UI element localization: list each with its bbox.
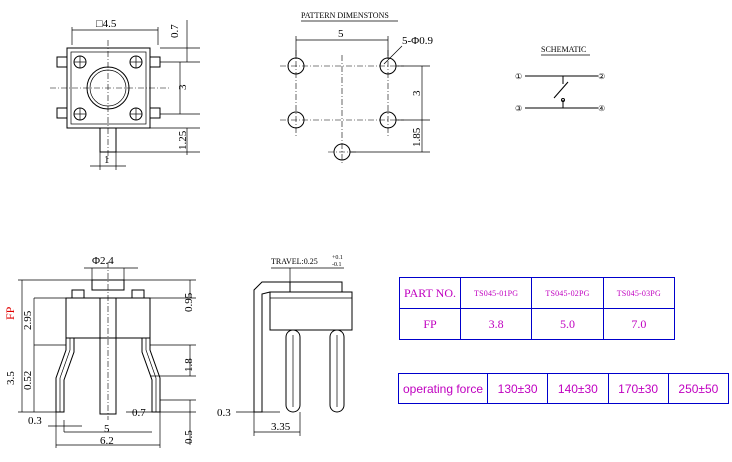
- top-dim-0-7: 0.7: [169, 24, 181, 38]
- front-fp-label: FP: [3, 306, 17, 320]
- front-dim-0-52: 0.52: [22, 371, 34, 390]
- table-cell: TS045-03PG: [602, 277, 676, 309]
- front-dim-6-2: 6.2: [100, 435, 114, 447]
- table-cell: PART NO.: [399, 277, 461, 309]
- schematic-title: SCHEMATIC: [541, 45, 586, 54]
- table-row: PART NO. TS045-01PG TS045-02PG TS045-03P…: [399, 277, 676, 309]
- front-dim-0-95: 0.95: [183, 292, 195, 312]
- table-cell: 250±50: [667, 373, 730, 404]
- table-cell: FP: [399, 308, 461, 340]
- top-dim-1-25: 1.25: [177, 130, 189, 150]
- pattern-dimensions: PATTERN DIMENSTONS 5 5-Φ0.9 3 1.85: [280, 11, 433, 165]
- front-dim-0-7: 0.7: [132, 407, 146, 419]
- table-cell: 140±30: [547, 373, 609, 404]
- operating-force-table: operating force 130±30 140±30 170±30 250…: [398, 373, 730, 404]
- front-dim-1-8: 1.8: [183, 358, 195, 372]
- table-cell: 5.0: [531, 308, 604, 340]
- side-body: [269, 291, 353, 331]
- table-cell: TS045-02PG: [531, 277, 604, 309]
- part-number-table: PART NO. TS045-01PG TS045-02PG TS045-03P…: [399, 277, 676, 340]
- side-view: TRAVEL:0.25 +0.1 -0.1 0.3 3.35: [217, 255, 353, 436]
- pattern-title: PATTERN DIMENSTONS: [301, 11, 389, 20]
- side-travel-tol-plus: +0.1: [332, 255, 343, 261]
- table-row: operating force 130±30 140±30 170±30 250…: [398, 373, 730, 404]
- front-dim-0-5: 0.5: [183, 430, 195, 444]
- pattern-dim-5: 5: [338, 28, 344, 40]
- pin-4: ④: [598, 104, 605, 113]
- schematic: SCHEMATIC ① ② ③ ④: [515, 45, 605, 113]
- top-view: □4.5 0.7 3 1.25: [50, 18, 200, 170]
- table-cell: 3.8: [459, 308, 533, 340]
- table-row: FP 3.8 5.0 7.0: [399, 308, 676, 340]
- front-dim-3-5: 3.5: [5, 371, 17, 385]
- pattern-holes-label: 5-Φ0.9: [402, 35, 433, 47]
- table-cell: 170±30: [607, 373, 669, 404]
- top-dim-1: 1: [104, 154, 110, 166]
- table-cell: TS045-01PG: [459, 277, 533, 309]
- pin-1: ①: [515, 72, 522, 81]
- front-dim-5: 5: [104, 423, 110, 435]
- pin-2: ②: [598, 72, 605, 81]
- top-dim-3: 3: [177, 84, 189, 90]
- table-cell: 130±30: [486, 373, 549, 404]
- top-width-label: □4.5: [96, 18, 117, 30]
- front-dim-2-95: 2.95: [22, 310, 34, 330]
- front-cap-dia: Φ2.4: [92, 255, 114, 267]
- pin-3: ③: [515, 104, 522, 113]
- table-cell: 7.0: [602, 308, 676, 340]
- pattern-dim-1-85: 1.85: [411, 127, 423, 147]
- table-cell: operating force: [398, 373, 488, 404]
- front-view: Φ2.4 FP 2.95 3.5 0.52 0.3: [3, 255, 196, 448]
- side-travel-tol-minus: -0.1: [332, 262, 342, 268]
- side-dim-0-3: 0.3: [217, 407, 231, 419]
- side-travel-label: TRAVEL:0.25: [271, 257, 318, 266]
- side-dim-3-35: 3.35: [271, 421, 291, 433]
- front-dim-0-3: 0.3: [28, 415, 42, 427]
- pattern-dim-3: 3: [411, 90, 423, 96]
